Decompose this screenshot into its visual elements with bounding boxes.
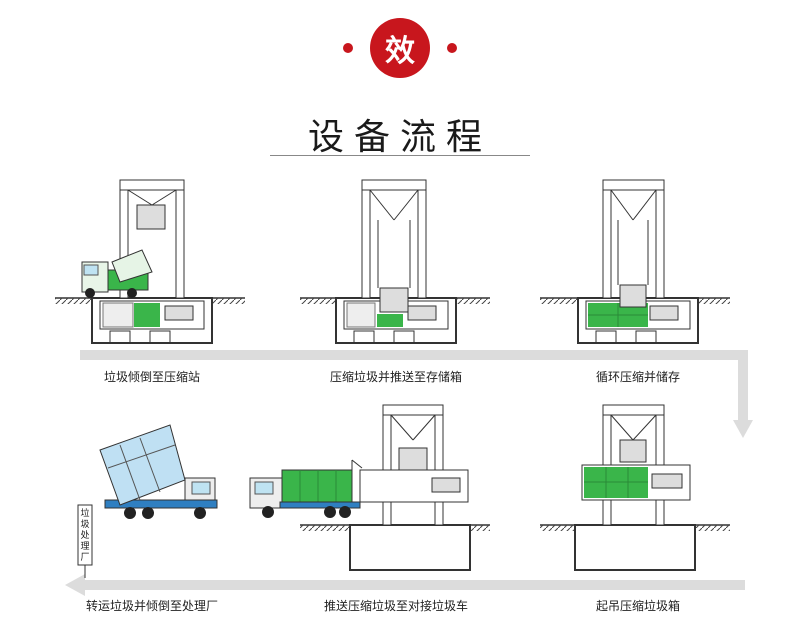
caption-step-1: 垃圾倾倒至压缩站: [103, 370, 200, 384]
badge: 效: [370, 18, 430, 78]
caption-step-2: 压缩垃圾并推送至存储箱: [329, 370, 462, 384]
right-dot: [447, 43, 457, 53]
flow-arrow-top: [80, 350, 753, 438]
page-title: 设备流程: [307, 117, 492, 158]
stage-6-illustration: [77, 424, 218, 578]
left-dot: [343, 43, 353, 53]
caption-step-4: 起吊压缩垃圾箱: [595, 599, 680, 613]
stage-1-illustration: [55, 179, 245, 344]
caption-step-3: 循环压缩并储存: [595, 370, 680, 384]
badge-char: 效: [385, 34, 415, 69]
caption-step-6: 转运垃圾并倾倒至处理厂: [85, 599, 218, 613]
caption-step-5: 推送压缩垃圾至对接垃圾车: [323, 599, 468, 613]
sign-label: 垃圾处理厂: [80, 509, 90, 563]
stage-2-illustration: [300, 179, 490, 344]
stage-5-illustration: [249, 404, 490, 571]
stage-3-illustration: [540, 179, 730, 344]
flow-arrow-bottom: [65, 574, 745, 596]
stage-4-illustration: [540, 404, 730, 571]
title-underline: [270, 155, 530, 156]
